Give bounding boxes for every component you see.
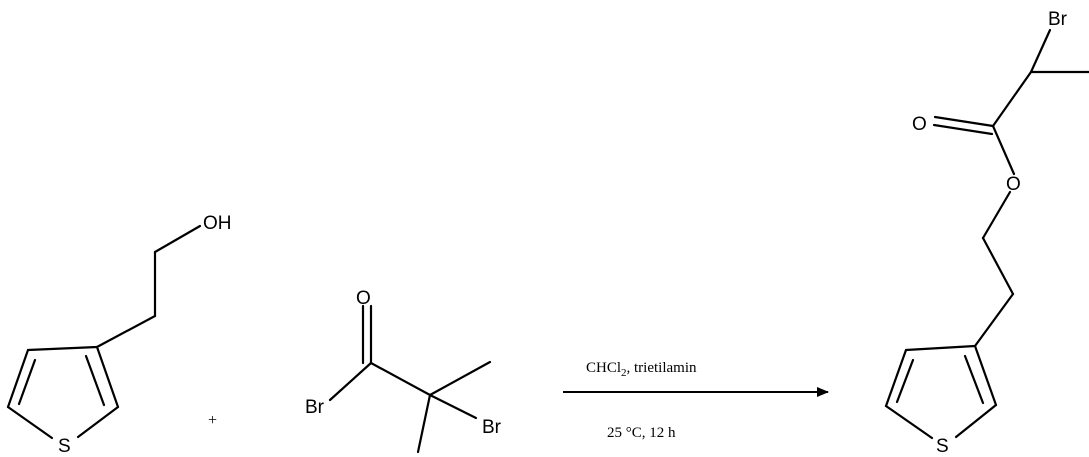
product-ester-oxygen-label: O <box>1006 174 1021 195</box>
alkyl-bromine-label: Br <box>482 417 502 438</box>
reactant-bromoisobutyryl-bromide: O Br Br <box>305 288 502 454</box>
ethyl-chain <box>95 224 202 349</box>
product-ester: Br O O S <box>884 9 1089 457</box>
hydroxyl-label: OH <box>203 213 232 234</box>
acyl-bromine-label: Br <box>305 397 325 418</box>
carbonyl-oxygen-label: O <box>356 288 371 309</box>
reaction-arrow-group: CHCl2, trietilamin 25 °C, 12 h <box>563 360 829 441</box>
product-sulfur-label: S <box>936 436 949 457</box>
product-bromine-label: Br <box>1048 9 1068 30</box>
reagent-conditions: CHCl2, trietilamin <box>586 360 697 379</box>
temperature-time-conditions: 25 °C, 12 h <box>607 425 676 441</box>
sulfur-label: S <box>58 436 71 457</box>
product-chain <box>932 28 1089 348</box>
plus-sign: + <box>208 412 217 429</box>
product-thiophene-ring <box>884 344 998 440</box>
product-carbonyl-oxygen-label: O <box>912 114 927 135</box>
thiophene-ring <box>6 345 120 440</box>
reactant-thiophene-ethanol: OH S <box>6 213 232 457</box>
